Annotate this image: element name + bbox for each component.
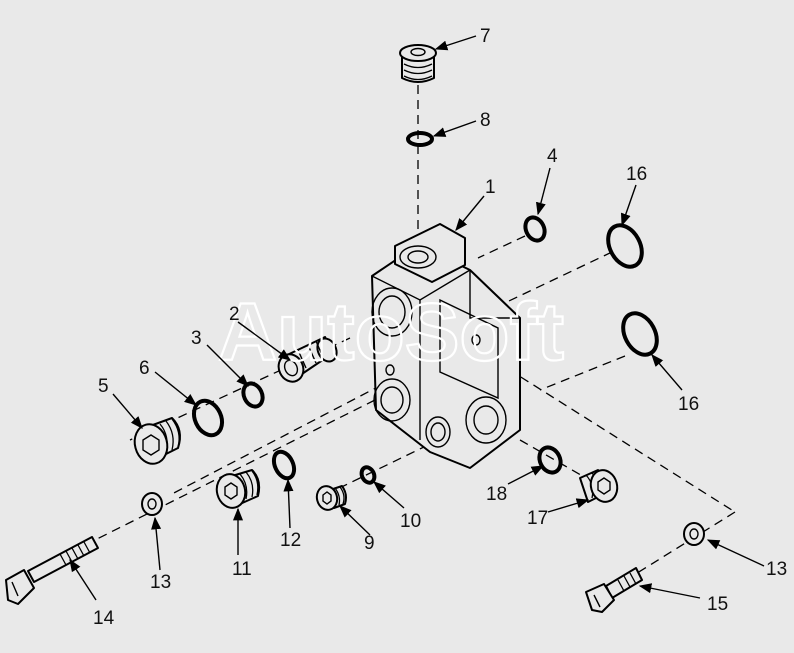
o-ring-part-12 <box>271 449 297 481</box>
leader-lines <box>69 35 765 601</box>
callout-4: 4 <box>547 146 558 167</box>
callout-16-lower: 16 <box>678 394 699 415</box>
o-ring-part-8 <box>406 131 434 147</box>
callout-13-right: 13 <box>766 559 787 580</box>
callout-9: 9 <box>364 533 375 554</box>
plug-part-17 <box>579 469 619 503</box>
valve-body-part-1 <box>371 223 521 469</box>
callout-3: 3 <box>191 328 202 349</box>
callout-16-upper: 16 <box>626 164 647 185</box>
watermark-text: AutoSoft <box>218 287 564 378</box>
callout-17: 17 <box>527 508 548 529</box>
spool-part-2 <box>277 336 338 383</box>
callout-2: 2 <box>229 304 240 325</box>
o-ring-part-3 <box>241 381 265 409</box>
callout-5: 5 <box>98 376 109 397</box>
callout-15: 15 <box>707 594 728 615</box>
plug-part-5 <box>133 417 181 465</box>
washer-part-13-left <box>141 492 163 516</box>
callout-8: 8 <box>480 110 491 131</box>
callout-labels: 7 8 1 2 3 4 16 16 6 5 11 12 13 14 9 10 1… <box>93 26 787 629</box>
plug-part-9 <box>315 485 347 511</box>
o-ring-part-16-lower <box>621 311 659 357</box>
o-ring-part-16-upper <box>606 223 644 269</box>
plug-part-11 <box>215 469 261 509</box>
o-ring-part-6 <box>191 398 225 438</box>
callout-10: 10 <box>400 511 421 532</box>
callout-13-left: 13 <box>150 572 171 593</box>
o-ring-part-10 <box>359 465 377 485</box>
plug-part-7 <box>399 44 437 83</box>
o-ring-part-18 <box>537 445 563 475</box>
callout-14: 14 <box>93 608 115 629</box>
callout-6: 6 <box>139 358 150 379</box>
bolt-part-14 <box>5 536 99 605</box>
callout-1: 1 <box>485 177 496 198</box>
callout-7: 7 <box>480 26 491 47</box>
callout-11: 11 <box>232 559 252 580</box>
bolt-part-15 <box>585 567 643 613</box>
washer-part-13-right <box>683 522 705 546</box>
o-ring-part-4 <box>523 215 547 243</box>
callout-12: 12 <box>280 530 301 551</box>
callout-18: 18 <box>486 484 507 505</box>
